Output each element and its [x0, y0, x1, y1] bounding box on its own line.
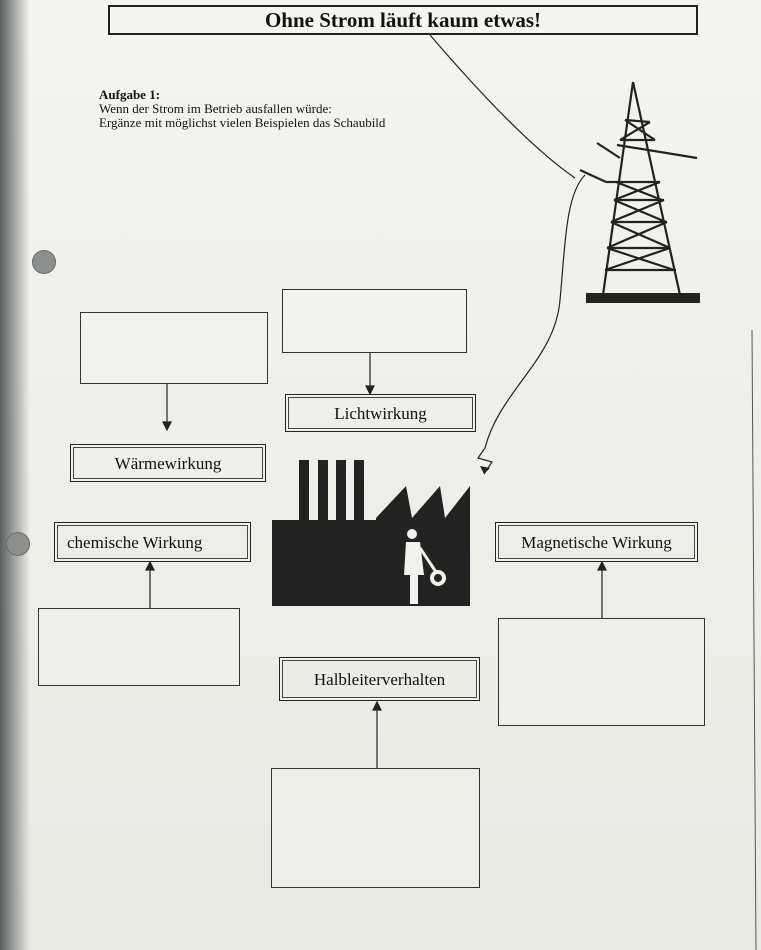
page-edge-shadow: [0, 0, 30, 950]
answer-box-heat[interactable]: [80, 312, 268, 384]
cable-feed: [484, 174, 586, 449]
answer-box-magnetic[interactable]: [498, 618, 705, 726]
task-line-2: Ergänze mit möglichst vielen Beispielen …: [99, 115, 386, 130]
label-magnetic-effect: Magnetische Wirkung: [495, 522, 698, 562]
label-semiconductor: Halbleiterverhalten: [279, 657, 480, 701]
page-edge-line: [751, 329, 757, 950]
answer-box-chemical[interactable]: [38, 608, 240, 686]
worker-icon: [404, 528, 446, 604]
task-heading: Aufgabe 1:: [99, 87, 161, 102]
lightning-bolt-icon: [477, 447, 493, 475]
punch-hole-top: [32, 250, 56, 274]
punch-hole-bottom: [6, 532, 30, 556]
task-instructions: Aufgabe 1: Wenn der Strom im Betrieb aus…: [99, 88, 385, 130]
cable-overhead: [429, 34, 576, 179]
answer-box-light[interactable]: [282, 289, 467, 353]
power-pylon-icon: [579, 81, 698, 296]
page-title: Ohne Strom läuft kaum etwas!: [108, 5, 698, 35]
label-chemical-effect: chemische Wirkung: [54, 522, 251, 562]
task-line-1: Wenn der Strom im Betrieb ausfallen würd…: [99, 101, 332, 116]
label-heat-effect: Wärmewirkung: [70, 444, 266, 482]
pylon-base: [586, 293, 700, 303]
answer-box-semiconductor[interactable]: [271, 768, 480, 888]
label-light-effect: Lichtwirkung: [285, 394, 476, 432]
